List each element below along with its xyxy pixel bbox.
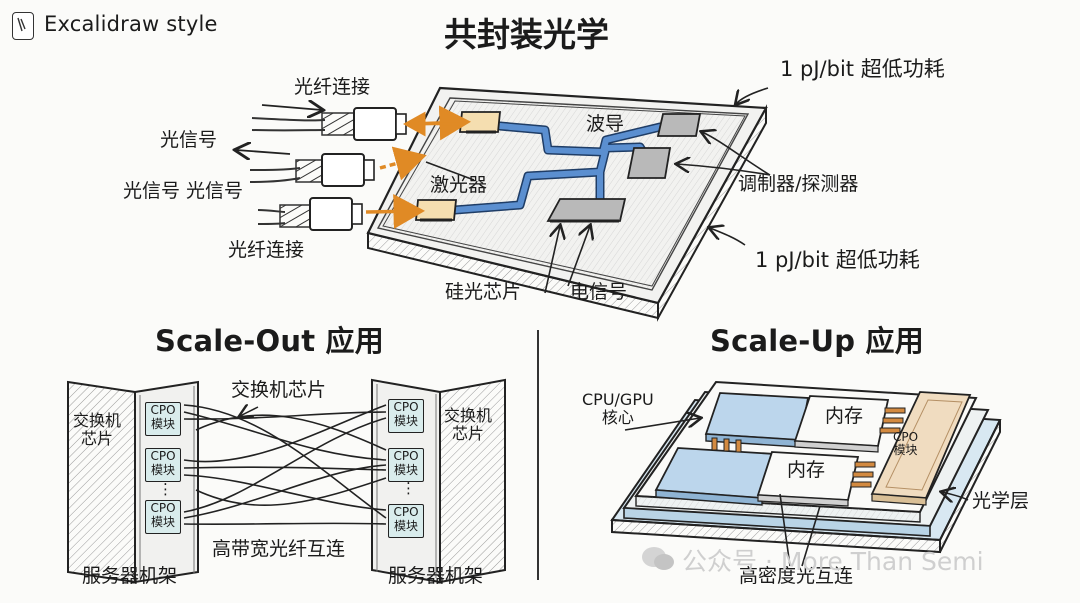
- label-scale-up-interconnect: 高密度光互连: [739, 565, 854, 587]
- scale-up-title: Scale-Up 应用: [710, 324, 924, 358]
- core-chip-top: [704, 392, 810, 448]
- label-laser: 激光器: [430, 174, 488, 196]
- badge-label: Excalidraw style: [44, 12, 218, 36]
- label-memory-top: 内存: [825, 405, 864, 427]
- main-title: 共封装光学: [444, 15, 609, 54]
- watermark-text: 公众号 · More Than Semi: [682, 547, 984, 576]
- label-right-switch: 交换机 芯片: [444, 406, 493, 444]
- dots-left: ⋮: [158, 480, 173, 498]
- label-left-switch: 交换机 芯片: [73, 411, 122, 449]
- modulator-bottom: [626, 147, 672, 179]
- optical-arrows: [365, 105, 471, 229]
- label-optical-layer: 光学层: [972, 490, 1030, 512]
- core-chip-bottom: [654, 447, 777, 506]
- dots-right: ⋮: [401, 479, 416, 497]
- scale-out-title: Scale-Out 应用: [155, 324, 384, 358]
- label-electric-signal: 电信号: [570, 281, 628, 303]
- cpo-module-right-2: CPO 模块: [388, 448, 424, 482]
- laser-top: [459, 111, 501, 134]
- fiber-cable-top: [251, 107, 407, 141]
- cpo-module-right-3: CPO 模块: [388, 504, 424, 538]
- label-cpo-scale-up: CPO 模块: [893, 430, 919, 458]
- cpo-module-left-2: CPO 模块: [145, 448, 181, 482]
- annotation-lines: [425, 87, 771, 294]
- cpo-module-scale-up: [870, 391, 972, 506]
- cpo-module-left-1: CPO 模块: [145, 402, 181, 436]
- signal-arrows: [236, 105, 322, 154]
- crossing-fibers: [183, 404, 387, 526]
- silicon-chip: [546, 198, 627, 223]
- label-fiber-bottom: 光纤连接: [228, 239, 305, 261]
- label-memory-bottom: 内存: [787, 459, 826, 481]
- label-power-top: 1 pJ/bit 超低功耗: [780, 57, 945, 81]
- label-power-bottom: 1 pJ/bit 超低功耗: [755, 248, 920, 272]
- label-interconnect: 高带宽光纤互连: [212, 538, 346, 560]
- label-signal-2: 光信号 光信号: [123, 180, 244, 202]
- label-modulator: 调制器/探测器: [738, 173, 859, 195]
- label-signal-1: 光信号: [160, 129, 218, 151]
- copper-connectors: [711, 407, 906, 488]
- excalidraw-logo-icon: [12, 12, 34, 40]
- label-core: CPU/GPU 核心: [582, 390, 654, 428]
- watermark-icon: [641, 545, 675, 579]
- laser-bottom: [415, 199, 457, 222]
- label-waveguide: 波导: [586, 113, 625, 135]
- fiber-cable-middle: [249, 153, 375, 187]
- memory-chip-bottom: [756, 451, 860, 507]
- label-rack-right: 服务器机架: [388, 565, 484, 587]
- label-fiber-top: 光纤连接: [294, 76, 371, 98]
- modulator-top: [656, 113, 702, 137]
- label-rack-left: 服务器机架: [82, 565, 178, 587]
- memory-chip-top: [793, 395, 890, 453]
- cpo-package: [366, 86, 768, 322]
- fiber-cable-bottom: [257, 197, 363, 231]
- label-silicon-chip: 硅光芯片: [445, 281, 522, 303]
- label-switch-chip-top: 交换机芯片: [231, 379, 327, 401]
- cpo-module-right-1: CPO 模块: [388, 399, 424, 433]
- cpo-module-left-3: CPO 模块: [145, 500, 181, 534]
- scale-up-pointers: [624, 418, 969, 567]
